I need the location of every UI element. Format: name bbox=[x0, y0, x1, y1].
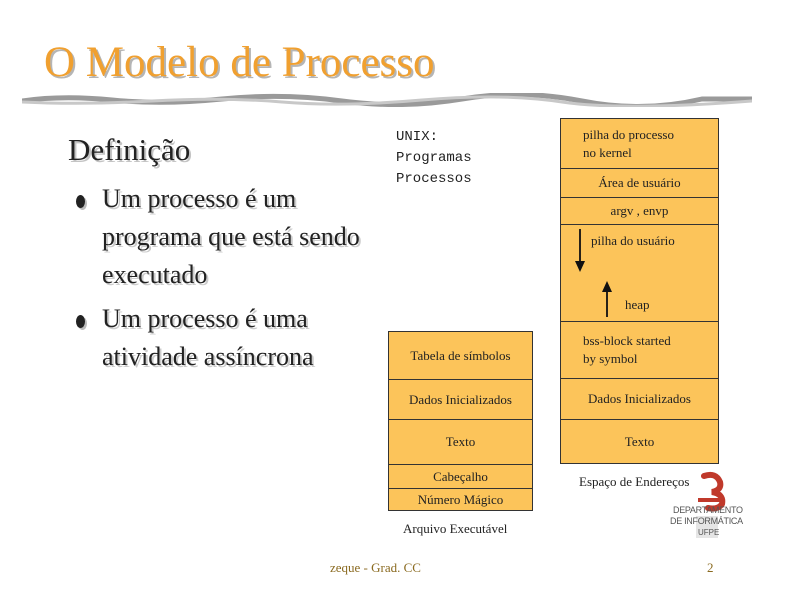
logo-text-line: DE INFORMÁTICA bbox=[670, 516, 743, 526]
address-text-section: Texto bbox=[624, 434, 655, 449]
bullet-text: Um processo é uma atividade assíncrona bbox=[102, 304, 314, 371]
section-heading: Definição bbox=[68, 132, 191, 167]
stack-heap-section: pilha do usuário heap bbox=[561, 225, 718, 322]
address-space-diagram: pilha do processo no kernel Área de usuá… bbox=[560, 118, 719, 464]
magic-number-section: Número Mágico bbox=[417, 492, 504, 507]
kernel-stack-section: pilha do processo no kernel bbox=[561, 119, 718, 169]
executable-file-caption: Arquivo Executável bbox=[403, 521, 508, 536]
unix-label-line: Processos bbox=[396, 171, 472, 187]
logo-text-line: UFPE bbox=[698, 528, 720, 537]
bss-line: by symbol bbox=[583, 351, 638, 366]
arrow-up-icon bbox=[602, 281, 612, 317]
kernel-stack-line: no kernel bbox=[583, 144, 632, 160]
department-logo: DEPARTAMENTO DE INFORMÁTICA UFPE bbox=[668, 470, 750, 542]
text-section: Texto bbox=[389, 420, 532, 465]
unix-label-line: UNIX: bbox=[396, 129, 439, 145]
user-area-section: Área de usuário bbox=[561, 169, 718, 198]
bss-section: bss-block started by symbol bbox=[561, 322, 718, 379]
logo-mark-icon bbox=[696, 471, 726, 538]
header-section: Cabeçalho bbox=[389, 465, 532, 489]
arrow-down-icon bbox=[575, 229, 585, 272]
slide-title: O Modelo de Processo bbox=[44, 39, 435, 86]
kernel-stack-line: pilha do processo bbox=[583, 126, 674, 142]
user-stack-label: pilha do usuário bbox=[591, 233, 675, 248]
init-data-section: Dados Inicializados bbox=[389, 380, 532, 420]
bullet-dot-icon bbox=[76, 195, 85, 208]
bullet-item: Um processo é uma atividade assíncrona bbox=[76, 300, 366, 376]
unix-label-line: Programas bbox=[396, 150, 472, 166]
argv-envp-section: argv , envp bbox=[561, 198, 718, 225]
page-number: 2 bbox=[707, 560, 714, 575]
executable-file-diagram: Tabela de símbolos Dados Inicializados T… bbox=[388, 331, 533, 511]
title-underline bbox=[22, 93, 752, 107]
bss-line: bss-block started bbox=[583, 333, 671, 348]
bullet-dot-icon bbox=[76, 315, 85, 328]
bullet-list: Um processo é um programa que está sendo… bbox=[76, 180, 366, 382]
footer-author: zeque - Grad. CC bbox=[330, 560, 421, 575]
symbol-table-section: Tabela de símbolos bbox=[389, 332, 532, 380]
logo-text-line: DEPARTAMENTO bbox=[673, 505, 743, 515]
bullet-item: Um processo é um programa que está sendo… bbox=[76, 180, 366, 294]
address-space-caption: Espaço de Endereços bbox=[579, 474, 690, 489]
heap-label: heap bbox=[625, 297, 650, 312]
address-init-data-section: Dados Inicializados bbox=[561, 379, 718, 420]
bullet-text: Um processo é um programa que está sendo… bbox=[102, 184, 360, 289]
unix-label: UNIX: Programas Processos bbox=[396, 127, 472, 190]
